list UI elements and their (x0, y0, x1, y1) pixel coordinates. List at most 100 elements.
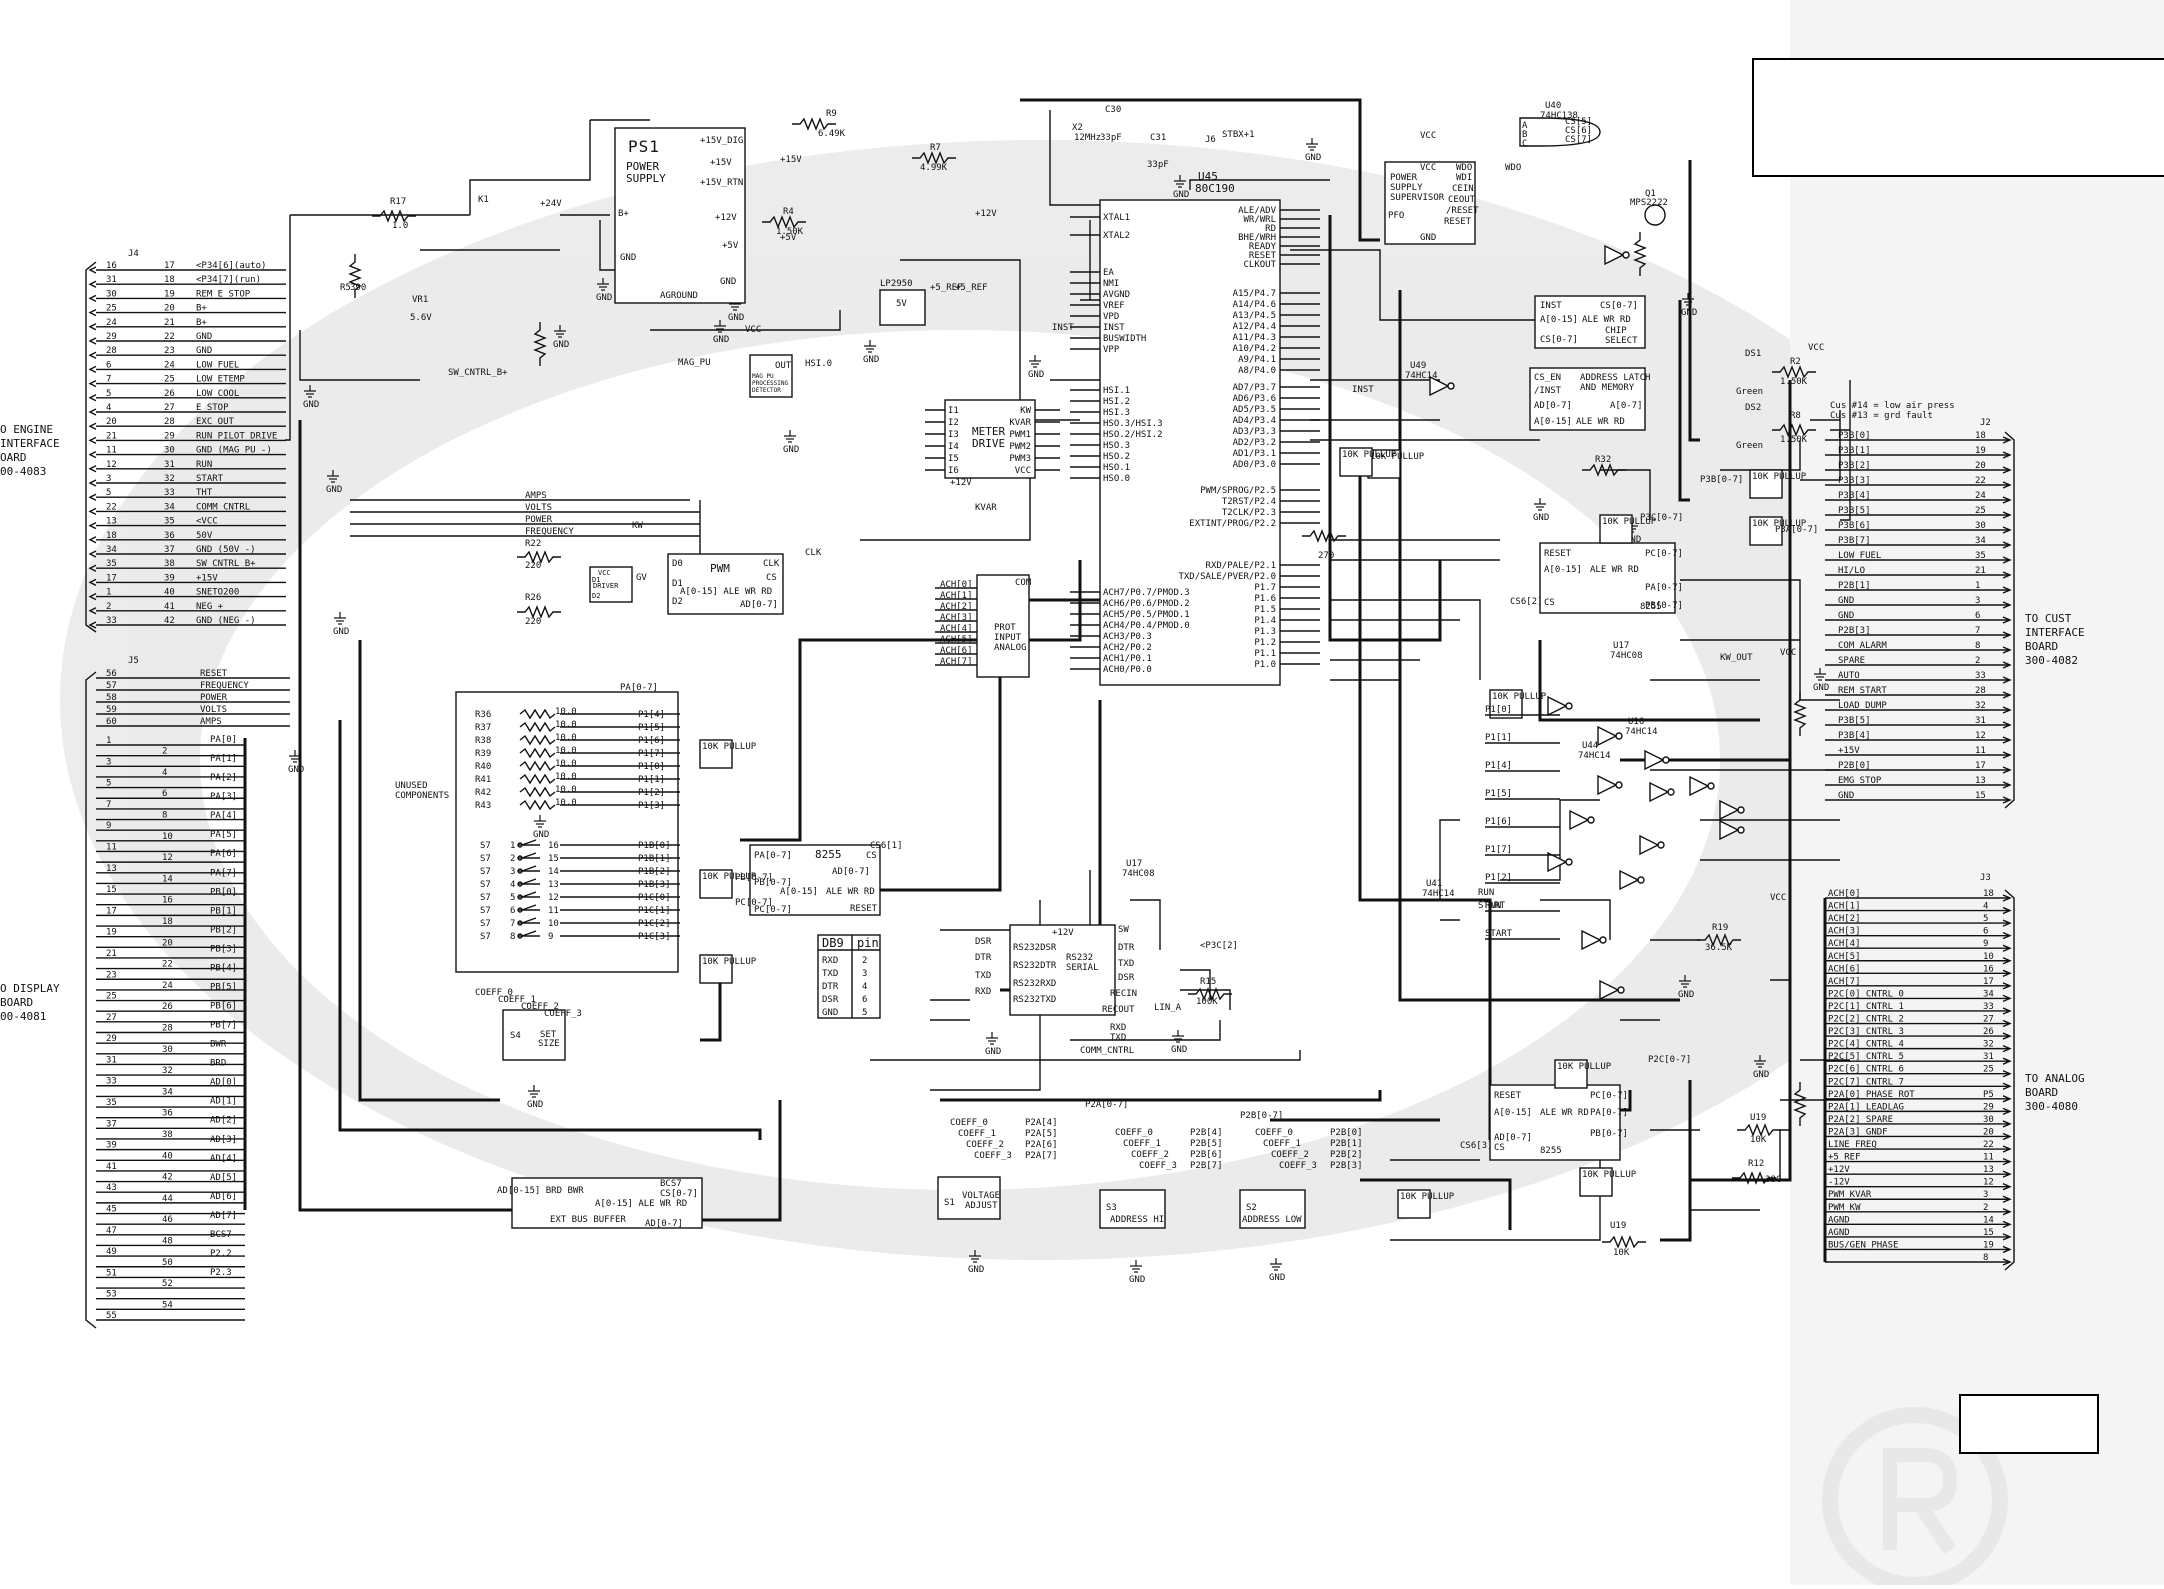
r12-ref: R12 (1748, 1159, 1764, 1169)
u45-left-pin: ACH1/P0.1 (1103, 654, 1152, 664)
ground-label: GND (288, 765, 304, 775)
j4-pin-number: 35 (106, 559, 117, 569)
unused-switch-pin-l: 8 (510, 932, 515, 942)
j5-top-pin-number: 59 (106, 705, 117, 715)
q1-part: MPS2222 (1630, 198, 1668, 208)
rs232-dsr: RS232DSR (1013, 943, 1057, 953)
supervisor-ceout: CEOUT (1448, 195, 1476, 205)
j3-pin-number: P5 (1983, 1090, 1994, 1100)
prot-title-2: INPUT (994, 633, 1022, 643)
dip-switches: S4 SET SIZE S1 VOLTAGE ADJUST S3 ADDRESS… (475, 988, 1363, 1229)
db9-pin: 3 (862, 969, 867, 979)
j3-pin-number: 31 (1983, 1052, 1994, 1062)
j2-pin-number: 3 (1975, 596, 1980, 606)
j2-signal: LOW_FUEL (1838, 551, 1881, 561)
p3c2-label: <P3C[2] (1200, 941, 1238, 951)
j3-signal: P2C[7] CNTRL_7 (1828, 1077, 1904, 1087)
u45-left-pin: ACH3/P0.3 (1103, 632, 1152, 642)
j3-signal: P2C[5] CNTRL_5 (1828, 1052, 1904, 1062)
j5-pin-number: 49 (106, 1247, 117, 1257)
j4-wire-number: 28 (164, 417, 175, 427)
j5-bus-label: BWR (210, 1040, 227, 1050)
db9-signal: TXD (822, 969, 838, 979)
j3-signal: ACH[2] (1828, 914, 1861, 924)
j4-wire-number: 25 (164, 375, 175, 385)
j2-signal: P2B[0] (1838, 761, 1871, 771)
component-labels: R9 6.49K R7 4.99K R4 1.50K R17 1.0 R5 39… (340, 105, 1824, 1258)
j5-bus-label: PA[3] (210, 792, 237, 802)
j3-signal: PWM_KVAR (1828, 1190, 1872, 1200)
lp2950-5v: 5V (896, 299, 907, 309)
j3-signal: P2A[1] LEADLAG (1828, 1102, 1904, 1112)
chipsel-cs-right: CS[0-7] (1600, 301, 1638, 311)
s2-port: P2B[0] (1330, 1128, 1363, 1138)
j3-destination: BOARD (2025, 1086, 2058, 1099)
meter-title-2: DRIVE (972, 437, 1005, 450)
run-label: RUN (1478, 888, 1494, 898)
unused-resistor-ref: R39 (475, 749, 491, 759)
pc07-label: PC[0-7] (735, 898, 773, 908)
unused-switch-pin-l: 2 (510, 854, 515, 864)
j4-wire-number: 22 (164, 332, 175, 342)
u40-decoder: U40 74HC138 CS[5] CS[6] CS[7] A B C (1519, 101, 1601, 149)
j5-bus-label: AD[4] (210, 1154, 237, 1164)
s1-signal: COEFF_2 (966, 1140, 1004, 1150)
meter-right-pin: PWM1 (1009, 430, 1031, 440)
u40-b: B (1522, 130, 1527, 140)
unused-switch-pin-l: 3 (510, 867, 515, 877)
latch-title-2: AND MEMORY (1580, 383, 1635, 393)
u45-right-pin: BHE/WRH (1238, 233, 1276, 243)
j5-bus-label: PA[0] (210, 735, 237, 745)
meter-drive-chip: METER DRIVE +12V I1I2I3I4I5I6KWKVARPWM1P… (925, 399, 1060, 488)
s4-signal: COEFF_0 (475, 988, 513, 998)
latch-csen: CS_EN (1534, 373, 1561, 383)
j5-bus-label: AD[1] (210, 1097, 237, 1107)
j5-pin-number: 13 (106, 864, 117, 874)
ext-bus-buffer: EXT BUS BUFFER BCS7 CS[0-7] A[0-15] ALE … (497, 1177, 703, 1229)
magpu-hsi0: HSI.0 (805, 359, 832, 369)
j5-bus-label: P2.3 (210, 1268, 232, 1278)
u45-left-pin: HSO.1 (1103, 463, 1130, 473)
j4-destination: O ENGINE (0, 423, 53, 436)
ppi-c-abus: A[0-15] (1494, 1108, 1532, 1118)
j3-pin-number: 13 (1983, 1165, 1994, 1175)
u17b-ref: U17 (1613, 641, 1629, 651)
r19-val: 36.5K (1705, 943, 1733, 953)
j4-pin-number: 5 (106, 488, 111, 498)
title-block (1752, 58, 2164, 177)
u45-right-pin: P1.1 (1254, 649, 1276, 659)
driver-gv: GV (636, 573, 647, 583)
magpu-title-3: DETECTOR (752, 387, 781, 394)
unused-p1-label: P1[1] (638, 775, 665, 785)
ppi-c-ad: AD[0-7] (1494, 1133, 1532, 1143)
lin-a-label: LIN_A (1154, 1003, 1182, 1013)
j3-pin-number: 6 (1983, 927, 1988, 937)
j5-pin-number: 1 (106, 736, 111, 746)
u45-left-pin: ACH4/P0.4/PMOD.0 (1103, 621, 1190, 631)
pwm-clk: CLK (763, 559, 780, 569)
ps1-pin-gnd: GND (620, 253, 636, 263)
j3-signal: P2A[3] GNDF (1828, 1127, 1888, 1137)
j5-pin-number: 25 (106, 992, 117, 1002)
gate-input-label: P1[0] (1485, 705, 1512, 715)
j3-signal: P2C[0] CNTRL_0 (1828, 989, 1904, 999)
j2-pin-number: 35 (1975, 551, 1986, 561)
j3-pin-number: 15 (1983, 1228, 1994, 1238)
u45-right-pin: ALE/ADV (1238, 206, 1277, 216)
ppi-a-reset: RESET (850, 904, 878, 914)
latch-ad: AD[0-7] (1534, 401, 1572, 411)
rs232-j1-dtr: DTR (975, 953, 992, 963)
j5-pin-number: 14 (162, 874, 173, 884)
j5-pin-number: 40 (162, 1151, 173, 1161)
u45-right-pin: T2CLK/P2.3 (1222, 508, 1276, 518)
prot-input-pin: ACH[1] (940, 591, 973, 601)
vr1-val: 5.6V (410, 313, 432, 323)
unused-switch-pin-r: 10 (548, 919, 559, 929)
u45-right-pin: EXTINT/PROG/P2.2 (1189, 519, 1276, 529)
pullup-box-label: 10K PULLUP (1582, 1170, 1637, 1180)
r8-val: 1.50K (1780, 435, 1808, 445)
unused-resistor-value: 10.0 (555, 759, 577, 769)
cs6-2-label: CS6[2] (1510, 597, 1543, 607)
